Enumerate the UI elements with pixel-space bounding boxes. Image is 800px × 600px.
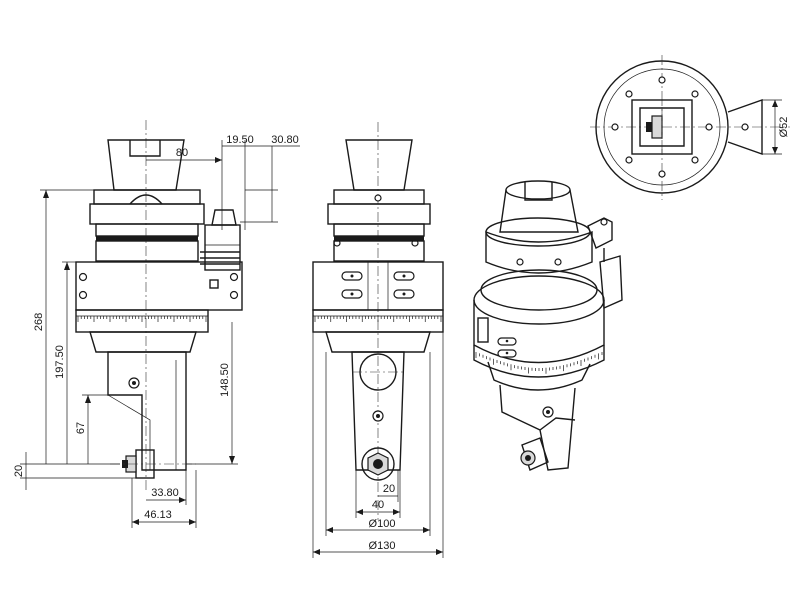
dim-19-50: 19.50 (226, 134, 254, 146)
dim-197-50: 197.50 (54, 345, 66, 379)
dim-dia130: Ø130 (369, 540, 396, 552)
front-view-dimensions (312, 332, 444, 558)
front-view-labels: 20 40 Ø100 Ø130 (369, 483, 396, 552)
side-view-labels: 80 19.50 30.80 268 197.50 67 20 148.50 3… (13, 134, 299, 521)
isometric-view (473, 180, 623, 471)
scale-ticks-iso (475, 352, 603, 374)
side-view (75, 120, 243, 490)
front-view (312, 122, 444, 520)
dim-30-80: 30.80 (271, 134, 299, 146)
dim-33-80: 33.80 (151, 487, 179, 499)
dim-dia100: Ø100 (369, 518, 396, 530)
top-view: Ø52 (590, 55, 790, 200)
side-view-dimensions (20, 140, 300, 528)
scale-ticks-front (314, 316, 442, 322)
dim-46-13: 46.13 (144, 509, 172, 521)
dim-80: 80 (176, 147, 188, 159)
dim-dia52: Ø52 (778, 117, 790, 138)
dim-268: 268 (33, 313, 45, 331)
dim-20-front: 20 (383, 483, 395, 495)
scale-ticks (77, 316, 207, 322)
dim-148-50: 148.50 (219, 363, 231, 397)
dim-20-left: 20 (13, 465, 25, 477)
dim-40: 40 (372, 499, 384, 511)
dim-67: 67 (75, 422, 87, 434)
